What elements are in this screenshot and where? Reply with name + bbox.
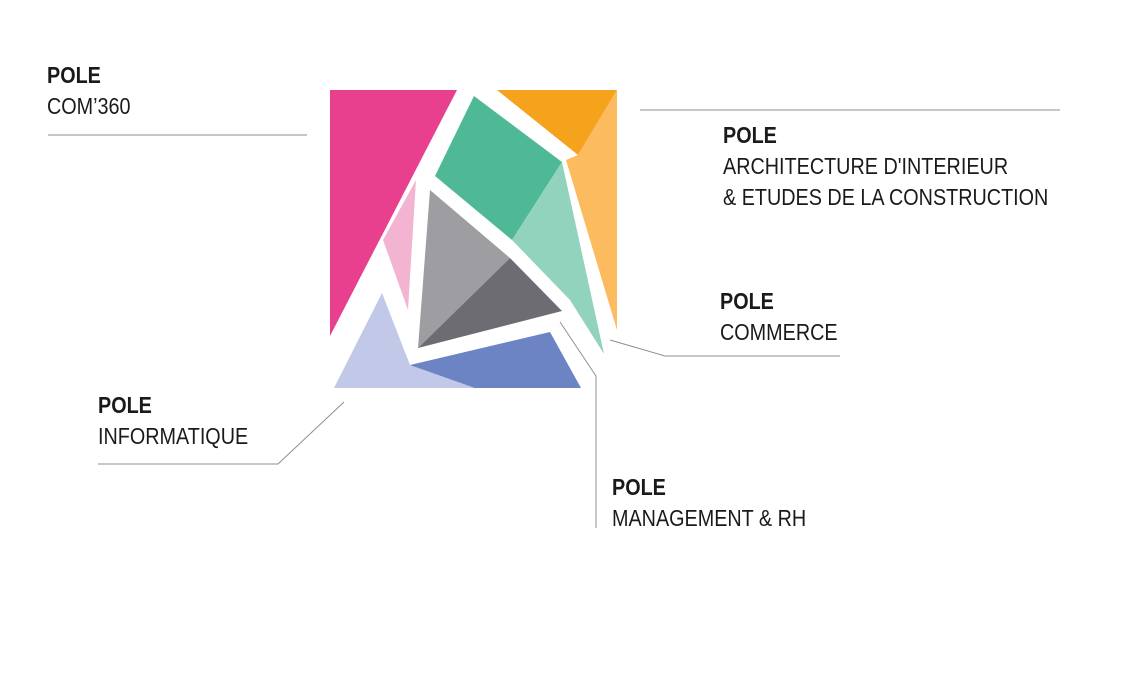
label-informatique: POLE INFORMATIQUE: [98, 390, 273, 452]
logo-mosaic: [330, 90, 617, 388]
com360-shard: [330, 90, 457, 336]
management-dark-shard: [418, 258, 562, 348]
label-architecture-name-line-1: ARCHITECTURE D'INTERIEUR: [723, 153, 1009, 179]
label-com360: POLE COM’360: [47, 60, 144, 122]
connector-lines: [48, 109, 1060, 528]
label-com360-title: POLE: [47, 62, 101, 88]
label-commerce: POLE COMMERCE: [720, 286, 857, 348]
label-com360-name: COM’360: [47, 93, 131, 119]
label-informatique-title: POLE: [98, 392, 152, 418]
commerce-connector: [609, 339, 840, 357]
informatique-connector: [98, 401, 345, 465]
label-architecture: POLE ARCHITECTURE D'INTERIEUR & ETUDES D…: [723, 120, 1101, 213]
label-architecture-name-line-2: & ETUDES DE LA CONSTRUCTION: [723, 184, 1049, 210]
architecture-light-shard: [566, 90, 617, 330]
com360-light-shard: [383, 180, 416, 310]
label-informatique-name: INFORMATIQUE: [98, 423, 249, 449]
label-commerce-title: POLE: [720, 288, 774, 314]
management-connector: [559, 321, 597, 528]
label-management: POLE MANAGEMENT & RH: [612, 472, 838, 534]
informatique-light-shard: [334, 293, 490, 388]
commerce-shard: [435, 96, 562, 240]
management-light-shard: [418, 190, 510, 348]
architecture-shard: [497, 90, 617, 155]
label-management-name: MANAGEMENT & RH: [612, 505, 807, 531]
informatique-shard: [410, 332, 581, 388]
label-architecture-title: POLE: [723, 122, 777, 148]
label-management-title: POLE: [612, 474, 666, 500]
commerce-light-shard: [512, 162, 604, 354]
label-commerce-name: COMMERCE: [720, 319, 838, 345]
